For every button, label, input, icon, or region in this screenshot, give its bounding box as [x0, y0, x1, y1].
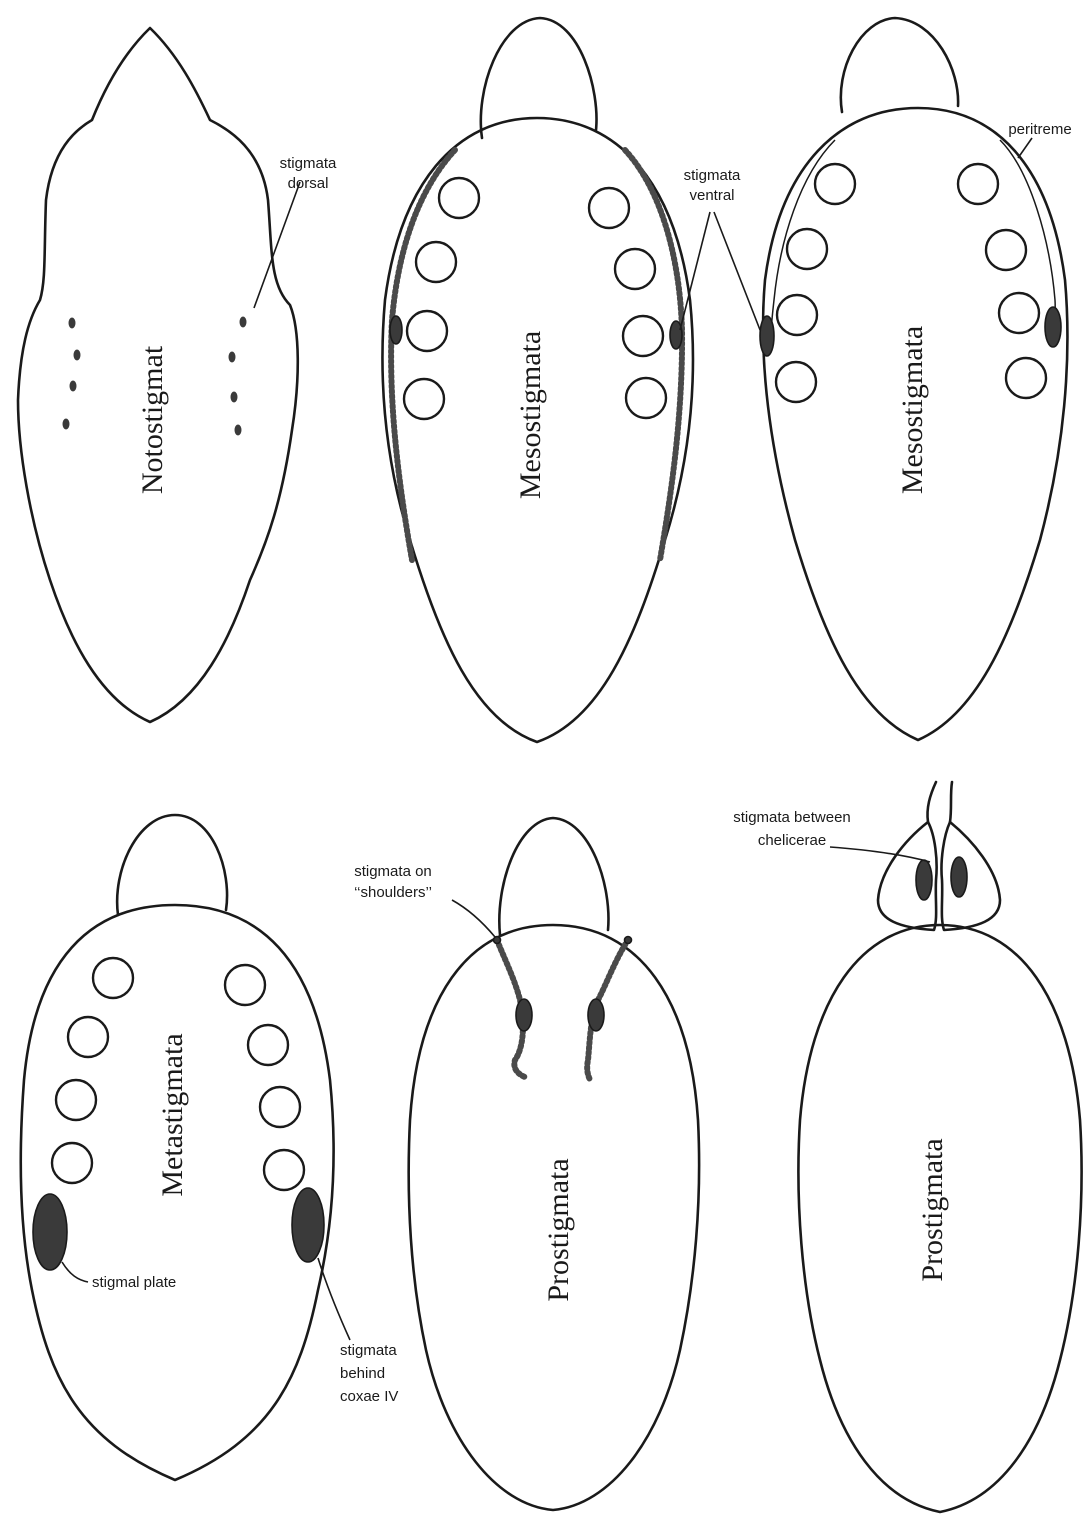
ventral-stigma-right — [670, 321, 682, 349]
coxa — [416, 242, 456, 282]
coxa — [623, 316, 663, 356]
stigma-dot — [63, 419, 70, 430]
stigma-dot — [69, 318, 76, 329]
panel-name-notostigmata: Notostigmat — [136, 345, 169, 494]
coxa — [52, 1143, 92, 1183]
coxa — [776, 362, 816, 402]
stigma-dot — [235, 425, 242, 436]
stigma-dot — [240, 317, 247, 328]
coxa — [999, 293, 1039, 333]
coxa — [1006, 358, 1046, 398]
label-stigmata-between-1: stigmata between — [733, 809, 851, 826]
coxa — [248, 1025, 288, 1065]
peritreme-stigma-left — [760, 316, 774, 356]
coxa — [407, 311, 447, 351]
prostigmata-a-gnathosoma — [499, 818, 608, 935]
panel-prostigmata-b: stigmata between chelicerae Prostigmata — [733, 782, 1081, 1512]
label-stigmata-behind-3: coxae IV — [340, 1388, 398, 1405]
peritreme-leader — [1018, 138, 1032, 158]
stigma-dot — [231, 392, 238, 403]
label-stigmata-on-shoulders-2: ‘‘shoulders’’ — [354, 884, 432, 901]
label-stigmata-behind-2: behind — [340, 1365, 385, 1382]
coxa — [958, 164, 998, 204]
shoulder-stigma-left — [494, 937, 501, 944]
behind-coxae-leader — [318, 1258, 350, 1340]
coxa — [626, 378, 666, 418]
panel-name-mesostigmata-b: Mesostigmata — [896, 326, 929, 494]
dorsal-stigmata-leader — [254, 182, 300, 308]
label-stigmata-on-shoulders-1: stigmata on — [354, 863, 432, 880]
stigma-dot — [229, 352, 236, 363]
shoulder-stigma-right — [625, 937, 632, 944]
shoulder-trachea-bulb-right — [588, 999, 604, 1031]
peritreme-right — [625, 150, 682, 560]
coxa — [815, 164, 855, 204]
coxa — [615, 249, 655, 289]
coxa — [264, 1150, 304, 1190]
shoulder-trachea-bulb-left — [516, 999, 532, 1031]
panel-metastigmata: stigmal plate stigmata behind coxae IV M… — [21, 815, 399, 1480]
label-peritreme: peritreme — [1008, 121, 1071, 138]
coxa — [225, 965, 265, 1005]
chelicerae-stigma-right — [951, 857, 967, 897]
label-stigmata-ventral-2: ventral — [689, 187, 734, 204]
panel-mesostigmata-b: peritreme Mesostigmata — [760, 18, 1072, 740]
panel-name-prostigmata-b: Prostigmata — [916, 1138, 949, 1281]
metastigmata-gnathosoma — [117, 815, 227, 915]
annotation-stigmata-ventral: stigmata ventral — [680, 167, 762, 335]
peritreme-stigma-right — [1045, 307, 1061, 347]
mesostigmata-b-gnathosoma — [841, 18, 958, 112]
stigma-dot — [74, 350, 81, 361]
panel-prostigmata-a: stigmata on ‘‘shoulders’’ Prostigmata — [354, 818, 699, 1510]
coxa — [777, 295, 817, 335]
stigmal-plate-left — [33, 1194, 67, 1270]
shoulders-leader — [452, 900, 495, 937]
chelicerae-leader — [830, 847, 930, 862]
stigmal-plate-leader — [62, 1262, 88, 1282]
coxa — [56, 1080, 96, 1120]
label-stigmata-dorsal-2: dorsal — [288, 175, 329, 192]
coxa — [260, 1087, 300, 1127]
ventral-leader-right — [714, 212, 762, 335]
coxa — [439, 178, 479, 218]
coxa — [68, 1017, 108, 1057]
ventral-stigma-left — [390, 316, 402, 344]
stigmal-plate-right — [292, 1188, 324, 1262]
panel-name-metastigmata: Metastigmata — [156, 1033, 189, 1196]
label-stigmata-behind-1: stigmata — [340, 1342, 397, 1359]
label-stigmata-between-2: chelicerae — [758, 832, 826, 849]
coxa — [787, 229, 827, 269]
mesostigmata-a-gnathosoma — [481, 18, 597, 138]
panel-notostigmata: stigmata dorsal Notostigmat — [18, 28, 337, 722]
label-stigmata-dorsal-1: stigmata — [280, 155, 337, 172]
label-stigmal-plate: stigmal plate — [92, 1274, 176, 1291]
coxa — [404, 379, 444, 419]
chelicerae-stigma-left — [916, 860, 932, 900]
coxa — [93, 958, 133, 998]
stigma-dot — [70, 381, 77, 392]
chelicera-stylet-left — [927, 782, 936, 822]
coxa — [986, 230, 1026, 270]
panel-name-mesostigmata-a: Mesostigmata — [514, 331, 547, 499]
panel-mesostigmata-a: Mesostigmata — [382, 18, 693, 742]
chelicera-stylet-right — [950, 782, 952, 822]
panel-name-prostigmata-a: Prostigmata — [542, 1158, 575, 1301]
label-stigmata-ventral-1: stigmata — [684, 167, 741, 184]
coxa — [589, 188, 629, 228]
